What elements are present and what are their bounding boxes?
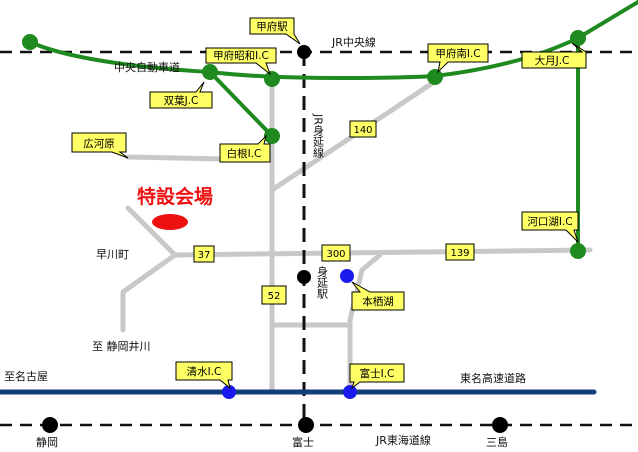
svg-text:37: 37 xyxy=(198,250,211,261)
label-chuo-expressway: 中央自動車道 xyxy=(114,60,180,74)
station-shizuoka xyxy=(42,417,58,433)
label-jr-minobu: JR身延線 xyxy=(312,113,325,158)
blue-markers xyxy=(222,269,357,399)
station-minobu xyxy=(297,270,311,284)
callout-fuji-ic: 富士I.C xyxy=(349,363,405,390)
svg-text:本栖湖: 本栖湖 xyxy=(362,295,394,308)
svg-text:河口湖I.C: 河口湖I.C xyxy=(527,216,572,228)
callout-kawaguchiko-ic: 河口湖I.C xyxy=(521,211,579,243)
marker-kofu-showa-ic xyxy=(264,71,280,87)
callout-motosuko: 本栖湖 xyxy=(351,281,405,311)
svg-text:甲府南I.C: 甲府南I.C xyxy=(435,47,480,60)
road-route-37 xyxy=(172,247,593,258)
station-kofu xyxy=(297,45,311,59)
svg-text:300: 300 xyxy=(326,249,345,260)
label-to-nagoya: 至名古屋 xyxy=(4,369,48,383)
route-140: 140 xyxy=(349,120,377,138)
route-139: 139 xyxy=(445,243,475,261)
marker-motosuko xyxy=(340,269,354,283)
label-jr-tokaido: JR東海道線 xyxy=(375,433,431,447)
station-markers xyxy=(42,45,508,433)
label-jr-chuo: JR中央線 xyxy=(331,35,376,49)
label-to-shizuoka-ikawa: 至 静岡井川 xyxy=(92,339,151,353)
svg-text:富士I.C: 富士I.C xyxy=(360,367,395,380)
label-tomei: 東名高速道路 xyxy=(460,371,526,385)
svg-text:双葉J.C: 双葉J.C xyxy=(164,94,199,107)
svg-text:140: 140 xyxy=(353,125,372,136)
label-mishima: 三島 xyxy=(486,435,508,449)
callout-shimizu-ic: 清水I.C xyxy=(175,361,233,390)
svg-text:清水I.C: 清水I.C xyxy=(187,365,222,378)
label-fuji: 富士 xyxy=(292,435,314,449)
svg-text:139: 139 xyxy=(450,248,469,259)
svg-text:広河原: 広河原 xyxy=(83,137,115,150)
marker-kawaguchiko-ic xyxy=(570,243,586,259)
marker-fuji-ic xyxy=(343,385,357,399)
svg-text:大月J.C: 大月J.C xyxy=(535,54,570,67)
route-number-boxes: 140 37 300 139 52 xyxy=(193,120,475,305)
venue-marker xyxy=(152,214,188,230)
svg-text:52: 52 xyxy=(268,291,281,302)
road-west-branch xyxy=(120,205,178,333)
marker-kofu-minami-ic xyxy=(427,69,443,85)
chuo-expressway-futaba-branch xyxy=(208,70,274,138)
svg-text:甲府昭和I.C: 甲府昭和I.C xyxy=(213,49,269,62)
marker-shirane-ic xyxy=(264,128,280,144)
label-hayakawa: 早川町 xyxy=(96,248,129,261)
venue-label: 特設会場 xyxy=(137,185,213,208)
marker-west-end xyxy=(22,34,38,50)
route-300: 300 xyxy=(321,244,351,262)
route-37: 37 xyxy=(193,245,215,263)
callout-kofu-station: 甲府駅 xyxy=(249,17,301,45)
marker-futaba-jc xyxy=(202,64,218,80)
marker-otsuki-jc xyxy=(570,30,586,46)
route-52: 52 xyxy=(261,285,287,305)
callout-kofu-showa-ic: 甲府昭和I.C xyxy=(205,47,277,76)
callout-kofu-minami-ic: 甲府南I.C xyxy=(427,43,489,74)
label-minobu-station: 身延駅 xyxy=(316,265,329,300)
svg-text:甲府駅: 甲府駅 xyxy=(256,20,288,33)
station-fuji xyxy=(298,417,314,433)
callout-hirogawara: 広河原 xyxy=(71,132,129,159)
marker-shimizu-ic xyxy=(222,385,236,399)
callout-futaba-jc: 双葉J.C xyxy=(149,81,213,109)
callouts: 甲府駅 甲府昭和I.C 甲府南I.C 大月J.C 双葉J.C 白根I.C 広河原 xyxy=(71,17,587,390)
callout-otsuki-jc: 大月J.C xyxy=(521,42,587,69)
expressway-markers xyxy=(22,30,586,259)
station-mishima xyxy=(492,417,508,433)
callout-shirane-ic: 白根I.C xyxy=(219,134,271,163)
svg-text:白根I.C: 白根I.C xyxy=(227,147,262,160)
label-shizuoka: 静岡 xyxy=(36,435,58,449)
